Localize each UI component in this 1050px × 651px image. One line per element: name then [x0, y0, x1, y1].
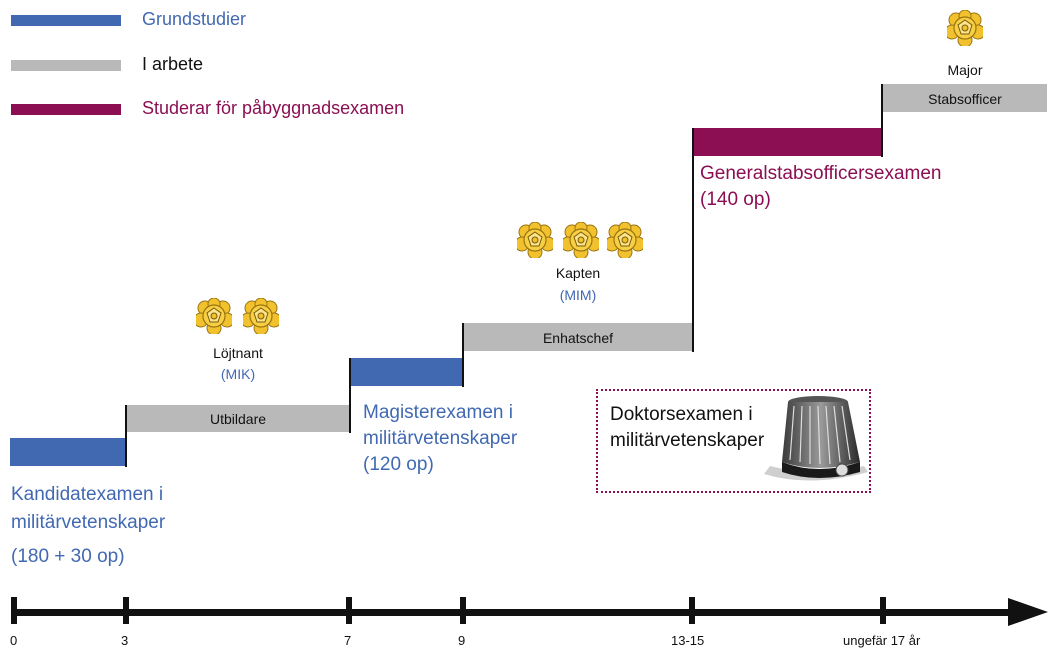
step-line-17: [881, 84, 883, 157]
bar-kandidat-studies: [10, 438, 125, 466]
rank-name-kapten: Kapten: [555, 265, 601, 281]
degree-general: Generalstabsofficersexamen (140 op): [700, 161, 942, 213]
legend-label-i-arbete: I arbete: [142, 54, 204, 74]
rank-abbr-mim: (MIM): [559, 287, 597, 303]
degree-kandidat: Kandidatexamen i militärvetenskaper (180…: [11, 482, 165, 570]
step-line-13-15: [692, 128, 694, 352]
degree-kandidat-line1: Kandidatexamen i: [11, 484, 164, 505]
rank-name-lojtnant: Löjtnant: [213, 345, 263, 361]
degree-magister-line2: militärvetenskaper: [363, 428, 518, 449]
degree-magister-credits: (120 op): [363, 454, 434, 475]
degree-doktor-line1: Doktorsexamen i: [610, 404, 753, 425]
tick-label-7: 7: [344, 633, 352, 648]
rank-name-major: Major: [947, 62, 983, 78]
degree-kandidat-credits: (180 + 30 op): [11, 546, 125, 567]
tick-label-13-15: 13-15: [671, 633, 705, 648]
legend-swatch-i-arbete: [11, 60, 121, 71]
step-line-7: [349, 358, 351, 433]
degree-doktor: Doktorsexamen i militärvetenskaper: [610, 402, 764, 454]
rank-star-icon: [196, 298, 232, 334]
rank-abbr-mik: (MIK): [220, 366, 256, 382]
tick-label-9: 9: [458, 633, 466, 648]
step-line-3: [125, 405, 127, 467]
rank-star-icon: [517, 222, 553, 258]
bar-magister-studies: [351, 358, 462, 386]
rank-star-icon: [243, 298, 279, 334]
degree-doktor-line2: militärvetenskaper: [610, 430, 765, 451]
legend-swatch-studerar: [11, 104, 121, 115]
phase-label-stabsofficer: Stabsofficer: [928, 91, 1002, 107]
degree-general-credits: (140 op): [700, 189, 771, 210]
degree-magister-line1: Magisterexamen i: [363, 402, 513, 423]
rank-star-icon: [563, 222, 599, 258]
timeline-axis: [11, 597, 1048, 626]
phase-label-utbildare: Utbildare: [209, 411, 267, 427]
rank-star-icon: [947, 10, 983, 46]
doctoral-box: [596, 389, 871, 493]
degree-kandidat-line2: militärvetenskaper: [11, 512, 166, 533]
step-line-9: [462, 323, 464, 387]
bar-generalstab-studies: [694, 128, 881, 156]
legend-swatch-grundstudier: [11, 15, 121, 26]
bar-enhatschef: [464, 323, 692, 351]
phase-label-enhatschef: Enhatschef: [542, 330, 614, 346]
tick-label-0: 0: [10, 633, 18, 648]
degree-magister: Magisterexamen i militärvetenskaper (120…: [363, 400, 517, 478]
degree-general-line1: Generalstabsofficersexamen: [700, 163, 942, 184]
bar-stabsofficer: [883, 84, 1047, 112]
tick-label-3: 3: [121, 633, 129, 648]
legend-label-studerar: Studerar för påbyggnadsexamen: [142, 98, 405, 118]
rank-star-icon: [607, 222, 643, 258]
legend-label-grundstudier: Grundstudier: [142, 9, 247, 29]
doctoral-hat-icon: [764, 396, 868, 481]
bar-utbildare: [127, 405, 349, 432]
tick-label-17: ungefär 17 år: [843, 633, 921, 648]
